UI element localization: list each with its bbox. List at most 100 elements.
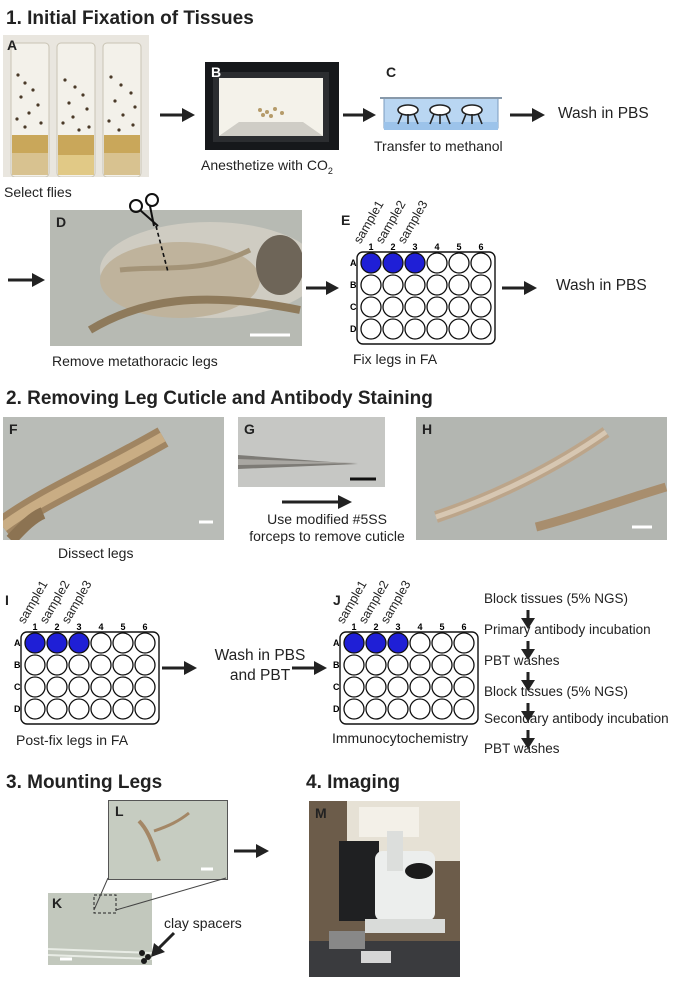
leg-dissect-photo: F bbox=[3, 417, 224, 540]
plate-well bbox=[453, 632, 475, 654]
plate-well bbox=[448, 274, 470, 296]
plate-well bbox=[426, 318, 448, 340]
vial-2 bbox=[56, 42, 96, 177]
plate-row-label: C bbox=[333, 682, 340, 692]
caption-fix-legs: Fix legs in FA bbox=[353, 351, 438, 367]
plate-row-label: B bbox=[350, 280, 357, 290]
caption-postfix: Post-fix legs in FA bbox=[16, 732, 129, 748]
methanol-dish-icon bbox=[380, 97, 502, 130]
plate-well bbox=[426, 274, 448, 296]
microscope-photo: M bbox=[309, 801, 460, 977]
co2-pad-photo: B bbox=[205, 62, 339, 150]
plate-well-filled bbox=[365, 632, 387, 654]
plate-column-label: 6 bbox=[478, 242, 483, 252]
plate-well-filled bbox=[24, 632, 46, 654]
plate-column-label: 6 bbox=[461, 622, 466, 632]
leg-dissect-illustration bbox=[3, 417, 224, 540]
section-1-title: 1. Initial Fixation of Tissues bbox=[6, 8, 254, 29]
zoom-lines bbox=[93, 877, 227, 911]
wash-pbs-1: Wash in PBS bbox=[558, 105, 649, 122]
plate-well-filled bbox=[68, 632, 90, 654]
plate-well bbox=[448, 318, 470, 340]
plate-column-label: 6 bbox=[142, 622, 147, 632]
plate-well bbox=[387, 698, 409, 720]
plate-well bbox=[431, 632, 453, 654]
panel-letter-b: B bbox=[211, 64, 222, 80]
plate-well bbox=[134, 654, 156, 676]
plate-well bbox=[112, 632, 134, 654]
panel-letter-c: C bbox=[386, 64, 397, 80]
immuno-step-1: Block tissues (5% NGS) bbox=[484, 591, 629, 606]
plate-column-label: 1 bbox=[351, 622, 356, 632]
plate-well bbox=[68, 676, 90, 698]
step-arrow-1 bbox=[521, 610, 535, 629]
plate-column-label: 2 bbox=[390, 242, 395, 252]
arrow-a-b bbox=[160, 108, 195, 122]
plate-row-label: A bbox=[350, 258, 357, 268]
plate-well bbox=[112, 698, 134, 720]
plate-well bbox=[46, 654, 68, 676]
plate-well bbox=[360, 274, 382, 296]
slide-illustration bbox=[48, 893, 152, 965]
arrow-to-d bbox=[8, 273, 45, 287]
panel-letter-m: M bbox=[315, 805, 327, 821]
plate-well bbox=[409, 632, 431, 654]
caption-anesthetize: Anesthetize with CO2 bbox=[201, 157, 333, 176]
plate-well bbox=[365, 654, 387, 676]
caption-remove-legs: Remove metathoracic legs bbox=[52, 353, 218, 369]
wash-pbs-pbt: Wash in PBS and PBT bbox=[214, 647, 306, 684]
wash-pbs-2: Wash in PBS bbox=[556, 277, 647, 294]
plate-column-label: 4 bbox=[98, 622, 103, 632]
plate-well bbox=[409, 654, 431, 676]
plate-column-label: 3 bbox=[395, 622, 400, 632]
vial-1 bbox=[10, 42, 50, 177]
arrow-c-wash bbox=[510, 108, 545, 122]
plate-well bbox=[343, 698, 365, 720]
plate-well bbox=[409, 698, 431, 720]
plate-well bbox=[46, 676, 68, 698]
plate-well bbox=[382, 296, 404, 318]
mounted-leg-zoom-illustration bbox=[109, 801, 227, 879]
caption-clay-spacers: clay spacers bbox=[164, 915, 242, 931]
plate-row-label: B bbox=[333, 660, 340, 670]
plate-well-filled bbox=[360, 252, 382, 274]
flies-dots bbox=[15, 73, 137, 132]
plate-well bbox=[24, 698, 46, 720]
plate-row-label: D bbox=[350, 324, 357, 334]
plate-well bbox=[431, 654, 453, 676]
plate-well bbox=[431, 676, 453, 698]
plate-well bbox=[68, 654, 90, 676]
panel-letter-d: D bbox=[56, 214, 67, 230]
mounted-leg-zoom-photo: L bbox=[108, 800, 228, 880]
plate-well bbox=[448, 296, 470, 318]
scissors-icon bbox=[129, 193, 169, 273]
plate-well bbox=[470, 296, 492, 318]
arrow-g-long bbox=[282, 495, 352, 509]
plate-column-label: 1 bbox=[32, 622, 37, 632]
cleaned-leg-photo: H bbox=[416, 417, 667, 540]
immuno-step-6: PBT washes bbox=[484, 741, 560, 756]
plate-well bbox=[404, 296, 426, 318]
plate-well bbox=[365, 676, 387, 698]
immuno-step-3: PBT washes bbox=[484, 653, 560, 668]
plate-column-label: 2 bbox=[54, 622, 59, 632]
plate-well bbox=[68, 698, 90, 720]
plate-well bbox=[134, 698, 156, 720]
arrow-b-c bbox=[343, 108, 376, 122]
thorax-photo: D bbox=[50, 210, 302, 346]
microscope-illustration bbox=[309, 801, 460, 977]
plate-row-label: C bbox=[14, 682, 21, 692]
plate-well bbox=[90, 654, 112, 676]
step-arrow-3 bbox=[521, 672, 535, 691]
plate-well bbox=[470, 252, 492, 274]
co2-pad-illustration bbox=[205, 62, 339, 150]
immuno-step-2: Primary antibody incubation bbox=[484, 622, 651, 637]
cleaned-leg-illustration bbox=[416, 417, 667, 540]
plate-column-label: 5 bbox=[439, 622, 444, 632]
plate-well bbox=[453, 676, 475, 698]
step-arrow-5 bbox=[521, 730, 535, 749]
section-2-title: 2. Removing Leg Cuticle and Antibody Sta… bbox=[6, 388, 433, 409]
